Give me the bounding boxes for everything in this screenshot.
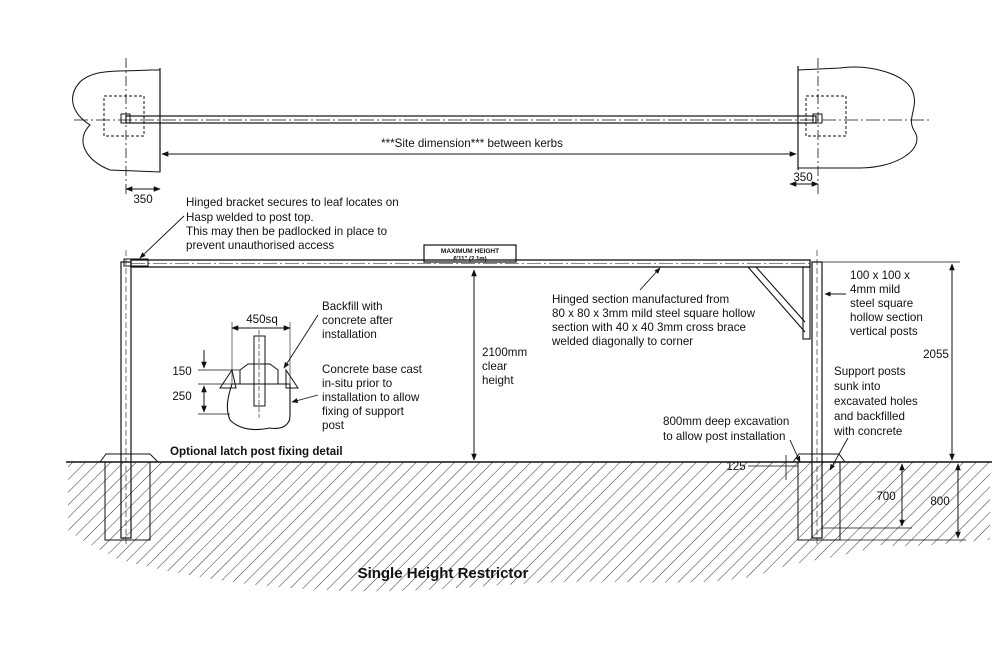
detail-concrete-base-note: Concrete base cast in-situ prior to inst… xyxy=(322,363,425,432)
depth-dim: 800 xyxy=(930,495,949,508)
detail-base-size: 450sq xyxy=(246,313,278,326)
detail-caption: Optional latch post fixing detail xyxy=(170,445,343,458)
support-posts-note: Support posts sunk into excavated holes … xyxy=(833,365,921,438)
plan-bar xyxy=(125,115,817,124)
hinged-section-note: Hinged section manufactured from 80 x 80… xyxy=(551,293,758,348)
plan-between-kerbs-label: ***Site dimension*** between kerbs xyxy=(381,137,563,150)
max-height-sign xyxy=(423,244,517,263)
clear-height-label: 2100mm clear height xyxy=(482,346,530,387)
sign-line-2: 6'11" (2.1m) xyxy=(453,257,486,263)
elevation-view: MAXIMUM HEIGHT 6'11" (2.1m) 2100mm clear… xyxy=(66,196,992,592)
ground-hatch xyxy=(68,462,990,592)
plan-offset-left: 350 xyxy=(133,193,152,206)
cross-brace xyxy=(747,266,806,333)
detail-dim-top: 150 xyxy=(172,365,191,378)
plan-right-concrete xyxy=(797,66,918,169)
plan-left-concrete xyxy=(72,69,161,173)
plan-offset-right: 350 xyxy=(793,171,812,184)
plan-view: ***Site dimension*** between kerbs 350 3… xyxy=(72,58,930,206)
detail-backfill-note: Backfill with concrete after installatio… xyxy=(322,300,396,341)
latch-post-detail: 450sq 150 250 Backfill with concrete aft… xyxy=(170,300,425,458)
detail-dim-bottom: 250 xyxy=(172,390,191,403)
sign-line-1: MAXIMUM HEIGHT xyxy=(441,248,499,255)
hinged-bracket-note: Hinged bracket secures to leaf locates o… xyxy=(186,196,402,252)
drawing-title: Single Height Restrictor xyxy=(358,565,529,582)
overall-height-dim: 2055 xyxy=(923,348,949,361)
excavation-note: 800mm deep excavation to allow post inst… xyxy=(663,415,793,443)
posts-spec-note: 100 x 100 x 4mm mild steel square hollow… xyxy=(850,269,926,338)
embedment-dim: 700 xyxy=(876,490,895,503)
ground-offset-dim: 125 xyxy=(726,460,745,473)
